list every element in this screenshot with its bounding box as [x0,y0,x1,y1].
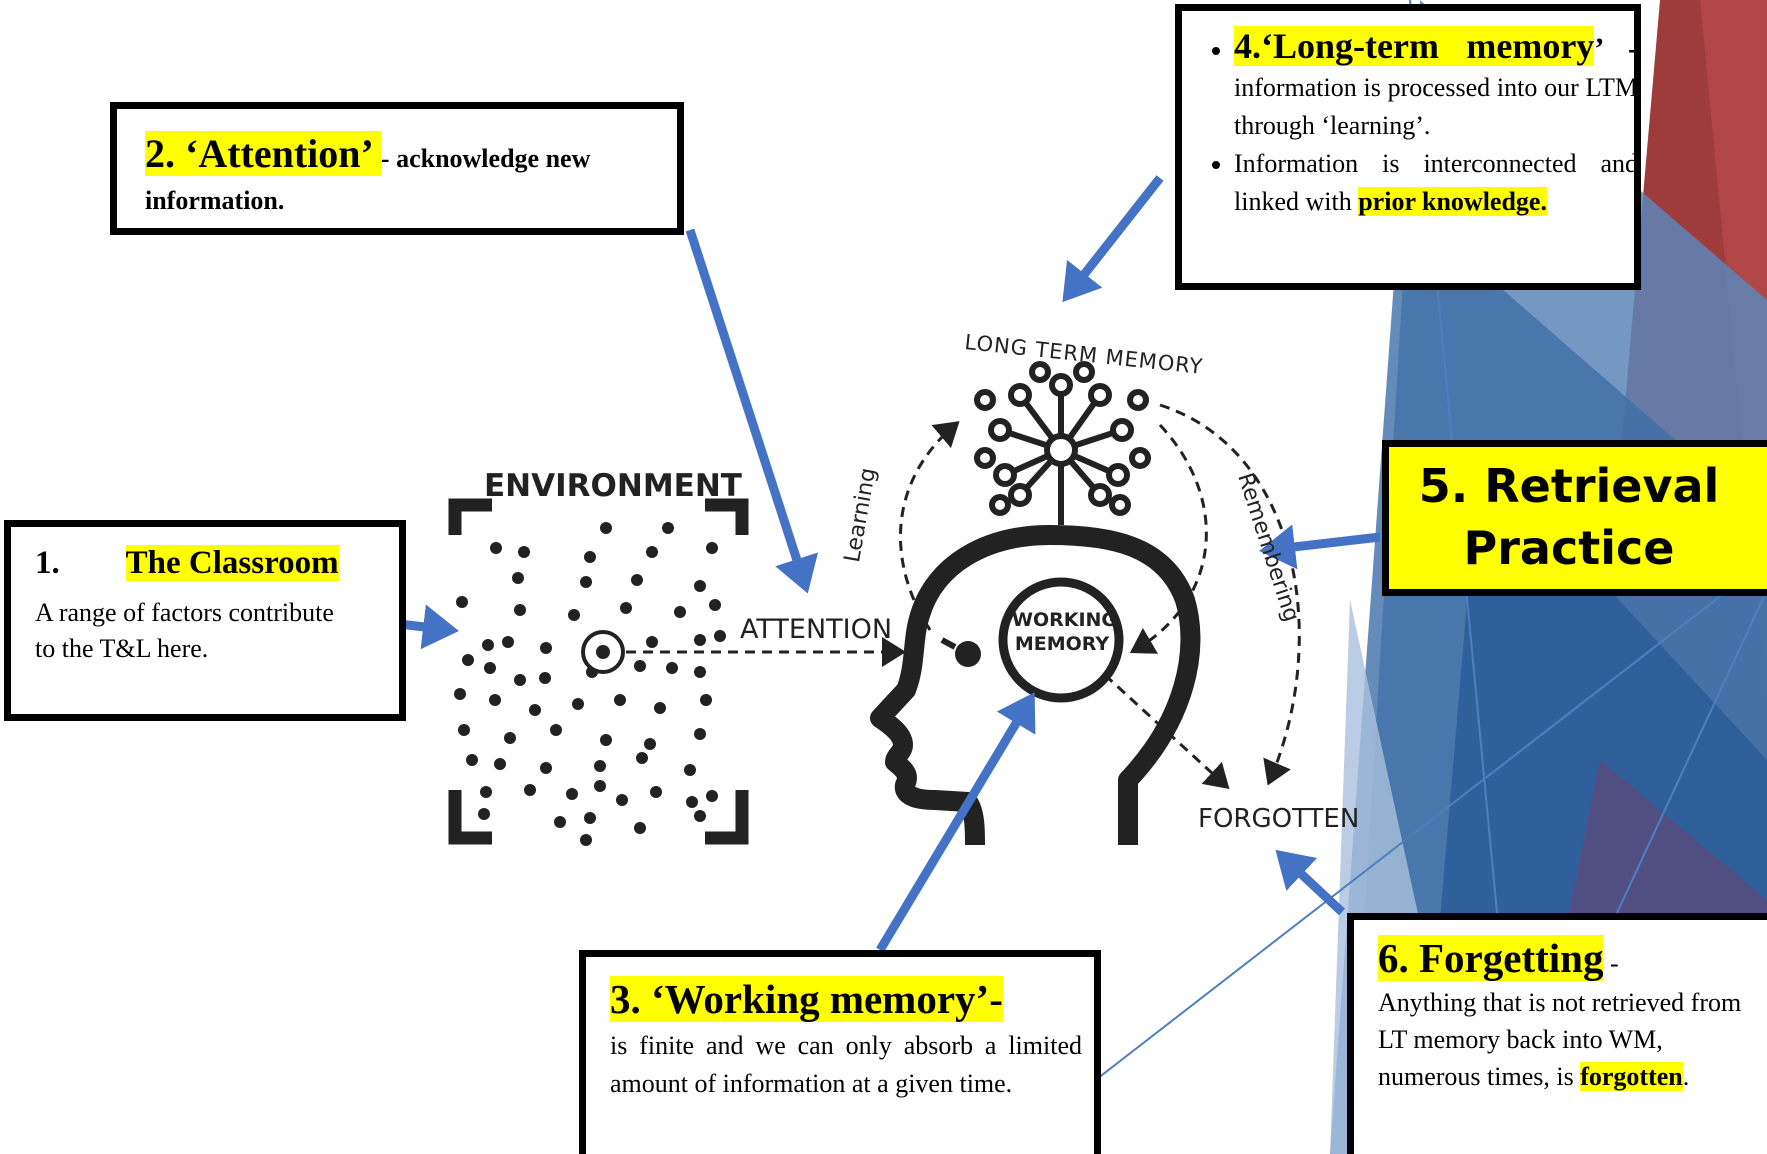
working-memory-box: 3. ‘Working memory’- is finite and we ca… [579,950,1101,1154]
attention-title: 2. ‘Attention’ [145,131,381,176]
remembering-arrow [1129,423,1208,654]
forgetting-highlight: forgotten [1580,1062,1683,1091]
attention-label: ATTENTION [740,614,893,645]
head-silhouette [870,525,1201,846]
ltm-title: 4.‘Long-term memory [1234,26,1595,66]
environment-label: ENVIRONMENT [484,468,742,504]
attention-box: 2. ‘Attention’ - acknowledge new informa… [110,102,684,235]
long-term-memory-box: 4.‘Long-term memory’ - information is pr… [1175,4,1641,290]
forgetting-body: Anything that is not retrieved from LT m… [1378,988,1742,1091]
retrieval-practice-box: 5. Retrieval Practice [1382,440,1767,596]
ltm-body-1: information is processed into our LTM th… [1234,73,1638,140]
forgetting-title: 6. Forgetting [1378,935,1604,981]
classroom-box: 1. The Classroom A range of factors cont… [4,520,406,721]
working-memory-body: is finite and we can only absorb a limit… [610,1031,1082,1098]
ltm-body-2: Information is interconnected and linked… [1234,149,1638,216]
focus-target-icon [581,630,625,674]
classroom-number: 1. [35,545,60,581]
attention-body: acknowledge new information. [145,144,591,215]
working-memory-circle [998,577,1124,703]
attention-dash: - [380,144,397,173]
ltm-bullet-1: 4.‘Long-term memory’ - information is pr… [1234,26,1638,145]
classroom-title: 1. The Classroom [35,545,339,582]
ltm-bullet-2: Information is interconnected and linked… [1234,145,1638,221]
environment-frame [448,498,749,845]
eye-icon [955,641,981,667]
working-memory-line2: MEMORY [1014,633,1110,655]
working-memory-label: WORKING MEMORY [1012,608,1118,656]
classroom-title-text: The Classroom [125,545,339,581]
ltm-prior-knowledge: prior knowledge. [1358,187,1547,216]
working-memory-title: 3. ‘Working memory’- [610,976,1003,1022]
neural-network-icon [974,361,1151,525]
forgotten-label: FORGOTTEN [1198,804,1360,834]
working-memory-line1: WORKING [1012,609,1118,631]
long-term-memory-list: 4.‘Long-term memory’ - information is pr… [1208,26,1638,221]
forgetting-box: 6. Forgetting - Anything that is not ret… [1347,913,1767,1154]
classroom-body: A range of factors contribute to the T&L… [35,598,334,663]
environment-dots [454,522,726,846]
learning-arrow [898,421,960,631]
pointer-arrows [381,175,1381,953]
retrieval-practice-text: 5. Retrieval Practice [1418,459,1720,575]
